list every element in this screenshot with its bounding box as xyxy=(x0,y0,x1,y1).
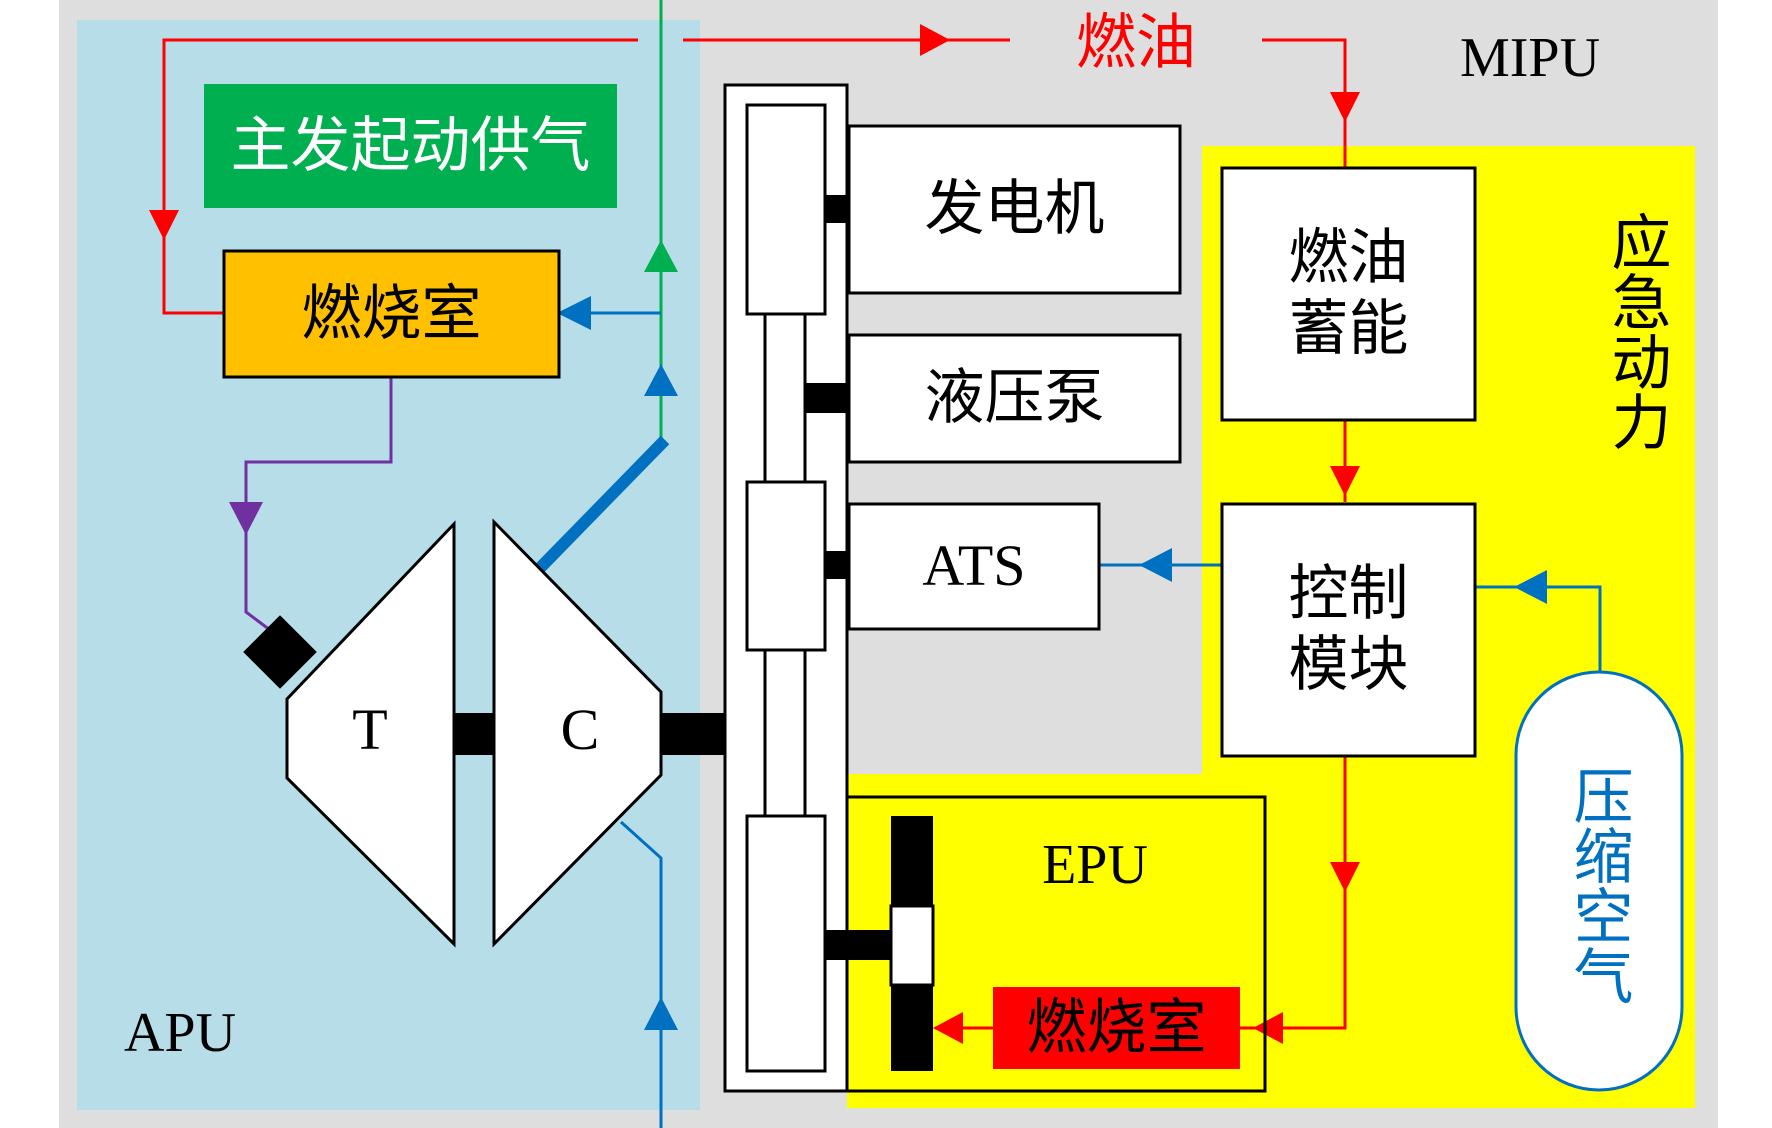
fuel-storage-label-line1: 燃油 xyxy=(1288,223,1409,294)
turbine-nozzle-block xyxy=(243,615,317,689)
turbine-label: T xyxy=(352,696,388,762)
compressor-label: C xyxy=(560,696,600,762)
main-start-air-banner xyxy=(204,84,617,208)
mipu-label: MIPU xyxy=(1459,26,1601,89)
hydraulic-pump-label: 液压泵 xyxy=(924,363,1105,434)
main-start-arrow xyxy=(644,240,678,272)
generator-coupling xyxy=(825,195,849,223)
hydraulic-pump-box xyxy=(847,333,1182,464)
epu-turbine-disk-bottom xyxy=(891,985,933,1071)
turbine-shape xyxy=(285,520,456,948)
fuel-line-label: 燃油 xyxy=(1076,7,1196,78)
main-start-air-label: 主发起动供气 xyxy=(230,110,591,181)
ats-coupling xyxy=(825,551,849,579)
gearbox-gear-bottom xyxy=(745,814,827,1073)
gearbox-gear-top xyxy=(745,103,827,316)
apu-combustor-box xyxy=(222,249,561,379)
air-arrows xyxy=(557,296,1547,1030)
fuel-lines xyxy=(162,38,1347,1030)
apu-label: APU xyxy=(123,1001,237,1064)
compressor-shape xyxy=(492,518,663,948)
epu-combustor-box xyxy=(993,987,1240,1069)
fuel-storage-label: 燃油 蓄能 xyxy=(1222,168,1475,420)
epu-turbine-disk-top xyxy=(891,816,933,906)
emergency-power-label: 应急动力 xyxy=(1601,211,1671,451)
control-module-box xyxy=(1220,502,1477,758)
ats-box xyxy=(847,502,1101,631)
fuel-storage-label-line2: 蓄能 xyxy=(1288,294,1409,364)
apu-combustor-label: 燃烧室 xyxy=(301,278,482,349)
epu-turbine-disk-middle xyxy=(889,904,935,987)
fuel-arrows xyxy=(149,24,1360,1044)
generator-label: 发电机 xyxy=(924,174,1105,245)
compressed-air-tank xyxy=(1514,670,1684,1092)
generator-box xyxy=(847,124,1182,295)
epu-box xyxy=(845,795,1267,1093)
epu-label: EPU xyxy=(1042,833,1148,896)
hydraulic-pump-coupling xyxy=(805,383,849,413)
gearbox-gear-middle xyxy=(745,480,827,652)
ats-label: ATS xyxy=(922,533,1026,599)
control-module-label-line1: 控制 xyxy=(1288,559,1409,630)
compressed-air-label: 压缩空气 xyxy=(1563,765,1633,1005)
fuel-storage-box xyxy=(1220,166,1477,422)
epu-coupling xyxy=(825,930,891,960)
control-module-label: 控制 模块 xyxy=(1222,504,1475,756)
hot-gas-line xyxy=(244,378,393,632)
epu-combustor-label: 燃烧室 xyxy=(1026,992,1207,1063)
hot-gas-arrow xyxy=(229,502,263,535)
control-module-label-line2: 模块 xyxy=(1288,630,1409,700)
